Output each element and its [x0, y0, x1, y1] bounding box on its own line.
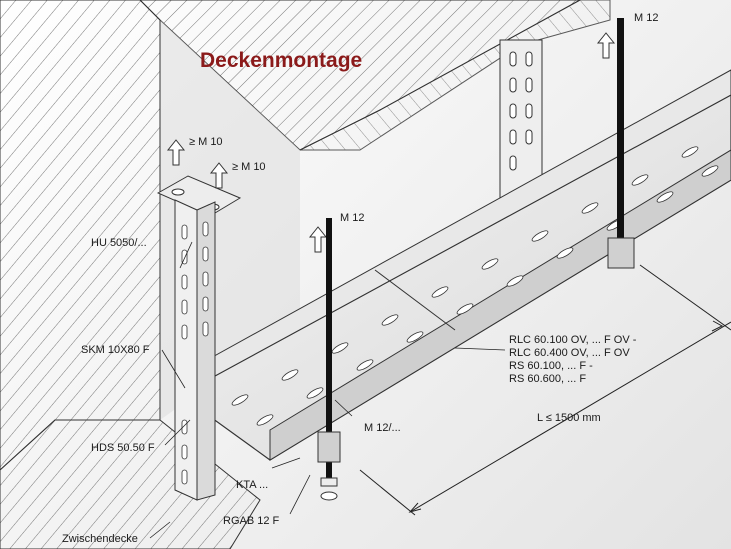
rod-clamp-center [317, 431, 341, 501]
arrow-up-icon [209, 162, 229, 189]
dimension-line [359, 264, 731, 516]
threaded-rod-right [617, 18, 624, 263]
ceiling-right [299, 0, 611, 151]
ceiling-left [0, 0, 161, 471]
label-kta: KTA ... [236, 479, 268, 491]
label-rgab: RGAB 12 F [223, 515, 280, 527]
label-hds: HDS 50.50 F [91, 442, 155, 454]
arrow-up-icon [596, 32, 616, 59]
label-m10-left: ≥ M 10 [189, 136, 223, 148]
label-zwischendecke: Zwischendecke [62, 533, 138, 545]
rod-clamp-right [607, 237, 635, 269]
leader-lines [149, 241, 506, 539]
label-rs-2: RS 60.600, ... F [509, 373, 586, 385]
floor-slab [0, 419, 261, 549]
label-length: L ≤ 1500 mm [537, 412, 601, 424]
arrow-up-icon [308, 226, 328, 253]
load-arrows [166, 32, 616, 253]
label-m12-slash: M 12/... [364, 422, 401, 434]
label-rlc-2: RLC 60.400 OV, ... F OV [509, 347, 630, 359]
threaded-rods [317, 18, 635, 501]
hanger-profile-left [156, 175, 242, 501]
label-m12-center: M 12 [340, 212, 364, 224]
arrow-up-icon [166, 139, 186, 166]
tray-perforations [231, 146, 719, 426]
label-skm: SKM 10X80 F [81, 344, 150, 356]
label-rs-1: RS 60.100, ... F - [509, 360, 593, 372]
rear-profile [499, 39, 543, 211]
threaded-rod-center [326, 218, 332, 478]
label-m12-right: M 12 [634, 12, 658, 24]
tray-joint [374, 269, 456, 331]
label-rlc-1: RLC 60.100 OV, ... F OV - [509, 334, 637, 346]
cable-tray [178, 69, 731, 461]
building-structure [0, 0, 611, 549]
diagram-title: Deckenmontage [200, 49, 362, 72]
label-m10-right: ≥ M 10 [232, 161, 266, 173]
label-hu: HU 5050/... [91, 237, 147, 249]
